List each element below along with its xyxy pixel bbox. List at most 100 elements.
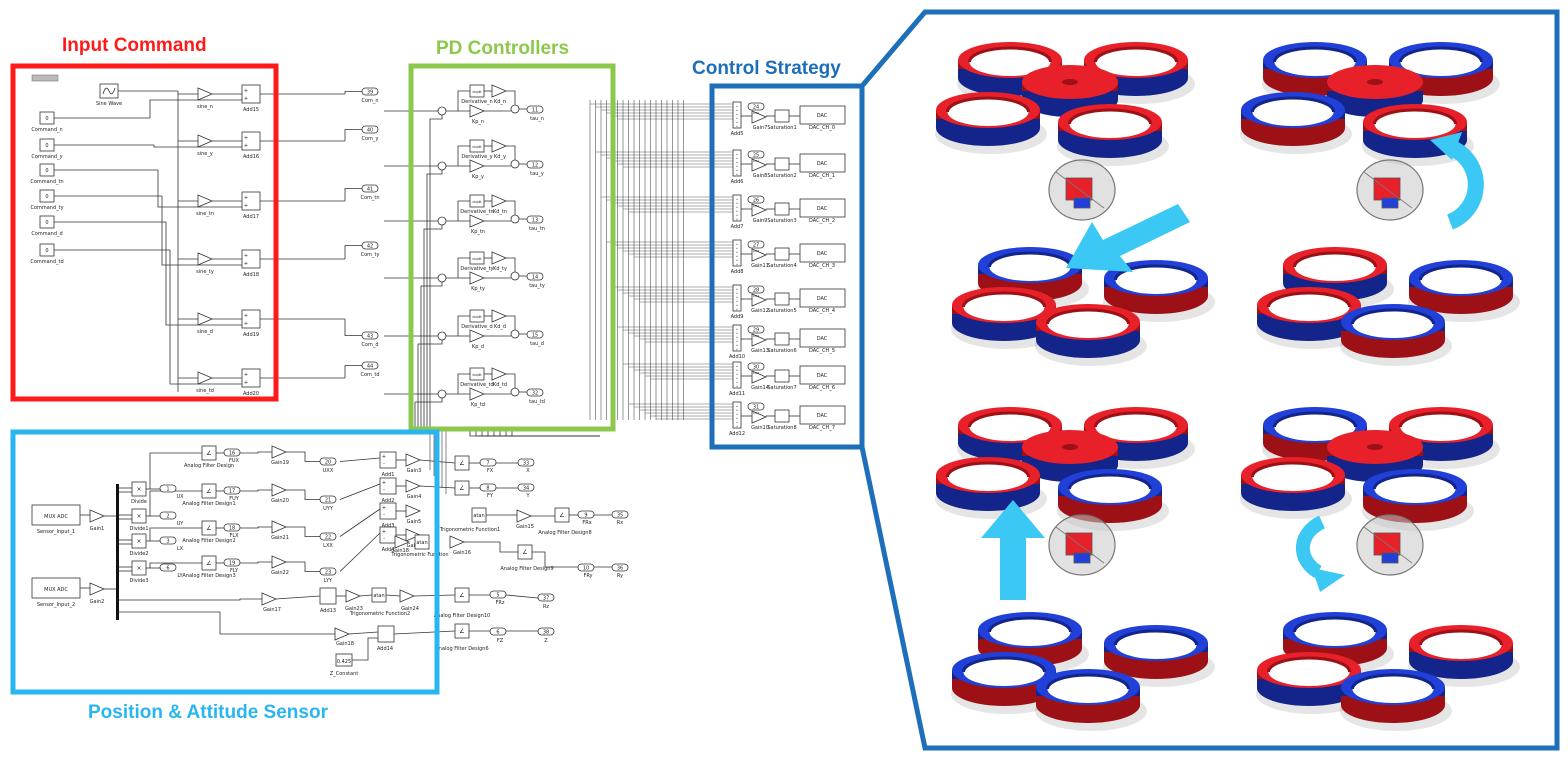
ring-side-bottom (1409, 652, 1513, 679)
command-block (39, 215, 55, 229)
constant-block (335, 653, 353, 667)
gain-block (751, 203, 768, 217)
divide-symbol: × (136, 513, 141, 520)
strategy-add-block (732, 361, 742, 389)
capsule-base (1073, 197, 1091, 209)
analog-filter-block (454, 480, 470, 496)
filter-port (223, 486, 241, 495)
filter-output-label: FLY (230, 568, 239, 574)
dac-block (799, 105, 846, 125)
gain-block (271, 445, 288, 459)
signal-wire (286, 526, 320, 537)
derivative-label: Derivative_n (461, 99, 492, 105)
ring-inner-edge (1250, 96, 1336, 113)
gain-block (469, 271, 486, 285)
signal-wire (457, 200, 470, 221)
ring-side-bottom (1104, 287, 1208, 314)
tau-port (526, 215, 544, 224)
derivative-block (469, 367, 485, 381)
gain-label: Gain3 (407, 468, 422, 474)
signal-wire (344, 245, 362, 259)
port-number: 6 (496, 630, 499, 636)
signal-wire (339, 532, 381, 572)
analog-filter-block (201, 483, 217, 499)
analog-filter-label: Analog Filter Design (184, 463, 234, 469)
sensor-add-block (379, 451, 397, 469)
channel-label: CH6 (753, 371, 759, 375)
port-number: 40 (367, 128, 373, 134)
derivative-symbol: du/dt (472, 373, 482, 377)
strategy-port (747, 402, 765, 411)
up-move-arrow-icon (981, 500, 1045, 600)
sign: + (736, 416, 739, 420)
filter-symbol: ∠ (206, 525, 211, 532)
divide-symbol: × (136, 486, 141, 493)
ring-inner-edge (1398, 46, 1484, 63)
add-label: Add18 (243, 272, 259, 278)
trig-label: Trigonometric Function (390, 552, 448, 558)
magnet-ring (1256, 287, 1368, 349)
dac-block (799, 405, 846, 425)
sign: + (736, 172, 739, 176)
ring-side-bottom (1341, 696, 1445, 723)
derivative-symbol: du/dt (472, 257, 482, 261)
magnet-panel-callout-frame (859, 9, 1560, 751)
filter-symbol: ∠ (459, 628, 464, 635)
ring-hole (1400, 47, 1482, 77)
rotate-counterclockwise-arrow-icon (1312, 568, 1345, 592)
dac-label: DAC (817, 296, 828, 302)
analog-filter-block (454, 455, 470, 471)
analog-filter-block (454, 587, 470, 603)
signal-wire (165, 222, 242, 326)
ring-hole (969, 412, 1051, 442)
sign: + (736, 242, 739, 246)
ring-inner-edge (967, 46, 1053, 63)
signal-wire (457, 373, 470, 394)
command-label: Command_n (31, 127, 62, 133)
divide-label: Divide2 (129, 551, 148, 557)
sum-block (510, 159, 520, 169)
strategy-add-label: Add12 (729, 431, 745, 437)
analog-filter-block (201, 520, 217, 536)
pos-port (517, 458, 535, 467)
sign: - (383, 487, 385, 493)
gain-block (197, 371, 214, 385)
control-strategy-title: Control Strategy (692, 58, 841, 79)
command-output-port (361, 184, 379, 193)
gain-label: Gain6 (407, 543, 422, 549)
signal-wire (286, 451, 320, 462)
port-number: 44 (367, 364, 373, 370)
filter-symbol: ∠ (206, 560, 211, 567)
sign: + (244, 313, 248, 319)
gain-label: Gain20 (271, 498, 289, 504)
signal-wire (506, 315, 516, 330)
signal-wire (161, 196, 242, 266)
command-label: Command_y (31, 154, 62, 160)
strategy-gain-label: Gain14 (751, 385, 769, 391)
ring-inner-edge (1113, 629, 1199, 646)
port-number: 35 (617, 513, 623, 519)
kp-label: Kp_y (472, 174, 484, 180)
signal-wire (339, 508, 381, 537)
saturation-label: Saturation1 (767, 125, 796, 131)
command-value: 0 (45, 116, 48, 122)
ring-inner-edge (1093, 411, 1179, 428)
signal-wire (286, 561, 320, 572)
strategy-add-block (732, 324, 742, 352)
signal-wire (286, 489, 320, 500)
command-label: Command_tn (30, 179, 63, 185)
ring-hole (1352, 309, 1434, 339)
sign: - (383, 536, 385, 542)
trig-label: Trigonometric Function2 (349, 611, 410, 617)
derivative-block (469, 194, 485, 208)
gain-block (469, 214, 486, 228)
ring-side-bottom (936, 119, 1040, 146)
signal-wire (149, 452, 202, 489)
sign: + (736, 343, 739, 347)
gain-block (197, 312, 214, 326)
sign: + (736, 108, 739, 112)
mux-sensor-label: Sensor_Input_2 (37, 602, 75, 608)
ring-inner-edge (1045, 308, 1131, 325)
port-number: 7 (486, 461, 489, 467)
strategy-add-block (732, 101, 742, 129)
